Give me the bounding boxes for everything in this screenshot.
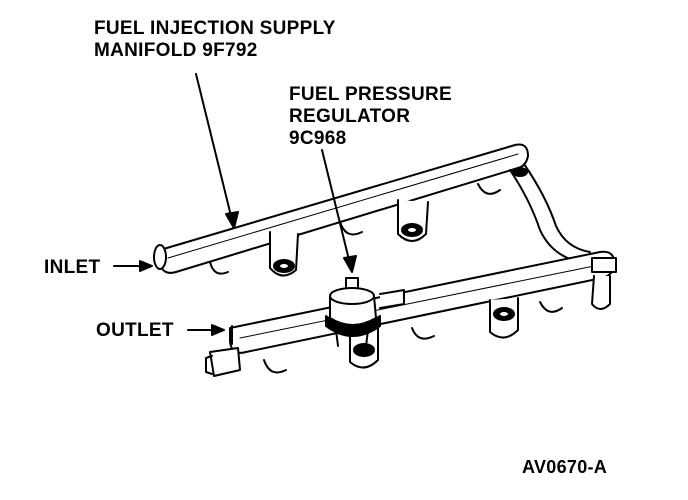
pressure-regulator-label-line2: REGULATOR — [289, 106, 411, 127]
supply-manifold-label: FUEL INJECTION SUPPLY MANIFOLD 9F792 — [94, 18, 336, 62]
front-injector-boss — [349, 327, 379, 369]
supply-manifold-label-line2: MANIFOLD 9F792 — [94, 40, 258, 61]
front-injector-boss — [489, 297, 519, 339]
leader-supply-manifold — [195, 73, 239, 229]
return-manifold-rail — [205, 250, 617, 377]
outlet-label: OUTLET — [96, 320, 174, 341]
leader-outlet — [187, 324, 225, 336]
leader-pressure-regulator — [321, 149, 357, 273]
figure-id-label: AV0670-A — [522, 457, 608, 477]
rear-injector-boss — [397, 199, 429, 242]
pressure-regulator-label-line3: 9C968 — [289, 128, 347, 149]
rear-injector-boss — [269, 231, 299, 277]
inlet-label: INLET — [44, 257, 101, 278]
pressure-regulator-label-line1: FUEL PRESSURE — [289, 84, 452, 105]
supply-manifold-rail — [153, 143, 529, 277]
crossover-tube — [509, 163, 591, 263]
leader-inlet — [113, 260, 153, 272]
pressure-regulator-label: FUEL PRESSURE REGULATOR 9C968 — [289, 84, 452, 150]
fuel-pressure-regulator — [325, 277, 405, 347]
supply-manifold-label-line1: FUEL INJECTION SUPPLY — [94, 18, 336, 39]
